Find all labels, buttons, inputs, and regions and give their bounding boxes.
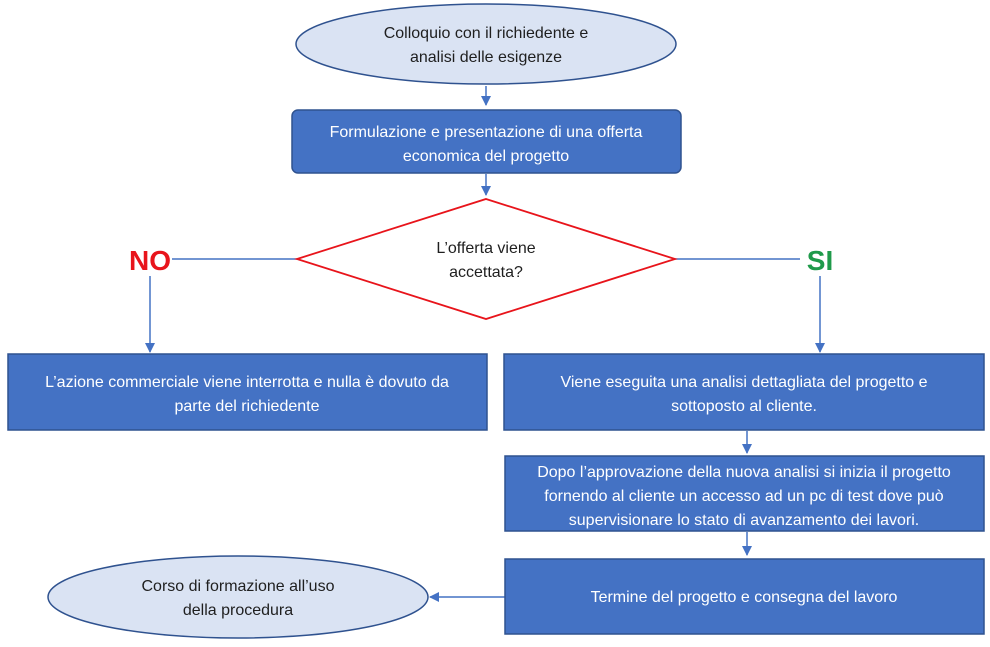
delivery-node-line1: Termine del progetto e consegna del lavo…: [591, 589, 898, 606]
offer-node: Formulazione e presentazione di una offe…: [291, 109, 682, 174]
no-result-node-line2: parte del richiedente: [175, 398, 320, 415]
approval-node-line2: fornendo al cliente un accesso ad un pc …: [544, 488, 943, 505]
training-node: Corso di formazione all’uso della proced…: [47, 555, 429, 639]
approval-node-line3: supervisionare lo stato di avanzamento d…: [569, 512, 919, 529]
analysis-node: Viene eseguita una analisi dettagliata d…: [503, 353, 985, 431]
offer-node-line1: Formulazione e presentazione di una offe…: [330, 124, 643, 141]
start-node: Colloquio con il richiedente e analisi d…: [295, 3, 677, 85]
no-result-node-line1: L’azione commerciale viene interrotta e …: [45, 374, 449, 391]
offer-node-line2: economica del progetto: [403, 148, 569, 165]
training-node-line1: Corso di formazione all’uso: [142, 578, 335, 595]
start-node-line2: analisi delle esigenze: [410, 49, 562, 66]
decision-node-line1: L’offerta viene: [436, 240, 535, 257]
decision-node: L’offerta viene accettata?: [294, 198, 678, 320]
analysis-node-line2: sottoposto al cliente.: [671, 398, 817, 415]
branch-label-no: NO: [129, 245, 171, 276]
approval-node: Dopo l’approvazione della nuova analisi …: [504, 455, 985, 532]
decision-node-line2: accettata?: [449, 264, 523, 281]
delivery-node: Termine del progetto e consegna del lavo…: [504, 558, 985, 635]
no-result-node: L’azione commerciale viene interrotta e …: [7, 353, 488, 431]
approval-node-line1: Dopo l’approvazione della nuova analisi …: [537, 464, 951, 481]
training-node-line2: della procedura: [183, 602, 293, 619]
start-node-line1: Colloquio con il richiedente e: [384, 25, 589, 42]
branch-label-si: SI: [807, 245, 833, 276]
analysis-node-line1: Viene eseguita una analisi dettagliata d…: [560, 374, 927, 391]
